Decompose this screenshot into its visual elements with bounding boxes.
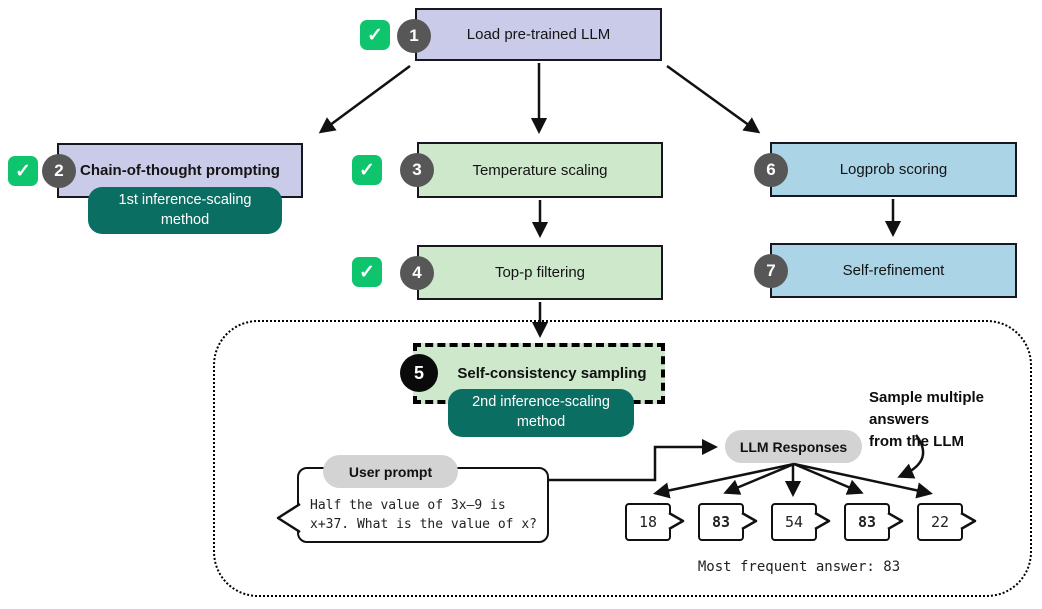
node-label: Temperature scaling: [472, 161, 608, 179]
node-label: Logprob scoring: [839, 161, 948, 178]
most-frequent-text: Most frequent answer: 83: [697, 559, 901, 575]
method-badge-second: 2nd inference-scaling method: [448, 389, 634, 437]
node-logprob-scoring: Logprob scoring: [770, 142, 1017, 197]
check-glyph: ✓: [367, 24, 383, 46]
node-temperature-scaling: Temperature scaling: [417, 142, 663, 198]
checkmark-icon: ✓: [8, 156, 38, 186]
step-number-3: 3: [400, 153, 434, 187]
response-value: 83: [711, 513, 731, 531]
pill-label: LLM Responses: [739, 438, 848, 455]
step-number-label: 3: [412, 160, 422, 179]
node-label: Self-consistency sampling: [457, 365, 647, 382]
response-box: 22: [917, 503, 963, 541]
step-number-5: 5: [400, 354, 438, 392]
check-glyph: ✓: [359, 159, 375, 181]
step-number-4: 4: [400, 256, 434, 290]
annotation-line-1: Sample multiple answers: [869, 389, 985, 428]
node-top-p-filtering: Top-p filtering: [417, 245, 663, 300]
arrow-1-to-6: [666, 64, 761, 134]
step-number-6: 6: [754, 153, 788, 187]
response-box: 83: [844, 503, 890, 541]
step-number-label: 4: [412, 263, 422, 282]
step-number-label: 5: [413, 362, 424, 383]
response-box: 18: [625, 503, 671, 541]
checkmark-icon: ✓: [352, 257, 382, 287]
step-number-1: 1: [397, 19, 431, 53]
annotation-note: Sample multiple answers from the LLM: [869, 387, 1041, 453]
prompt-line-2: x+37. What is the value of x?: [310, 517, 537, 532]
checkmark-icon: ✓: [360, 20, 390, 50]
response-value: 83: [857, 513, 877, 531]
node-self-refinement: Self-refinement: [770, 243, 1017, 298]
badge-label: 2nd inference-scaling method: [472, 394, 610, 430]
badge-label: 1st inference-scaling method: [118, 191, 252, 228]
node-label: Chain-of-thought prompting: [80, 162, 280, 179]
step-number-label: 6: [766, 160, 776, 179]
method-badge-first: 1st inference-scaling method: [88, 187, 282, 234]
step-number-2: 2: [42, 154, 76, 188]
user-prompt-pill: User prompt: [323, 455, 458, 488]
response-value: 22: [930, 513, 950, 531]
check-glyph: ✓: [359, 261, 375, 283]
step-number-label: 7: [766, 261, 776, 280]
user-prompt-text: Half the value of 3x–9 is x+37. What is …: [310, 496, 545, 534]
response-box: 54: [771, 503, 817, 541]
node-load-pretrained-llm: Load pre-trained LLM: [415, 8, 662, 61]
pill-label: User prompt: [348, 463, 433, 480]
node-label: Top-p filtering: [494, 264, 586, 281]
checkmark-icon: ✓: [352, 155, 382, 185]
llm-responses-pill: LLM Responses: [725, 430, 862, 463]
response-value: 18: [638, 513, 658, 531]
self-consistency-detail-region: [213, 320, 1032, 597]
step-number-label: 2: [54, 161, 64, 180]
prompt-line-1: Half the value of 3x–9 is: [310, 498, 506, 513]
check-glyph: ✓: [15, 160, 31, 182]
most-frequent-answer: Most frequent answer: 83: [694, 559, 904, 575]
annotation-line-2: from the LLM: [869, 433, 964, 450]
step-number-label: 1: [409, 26, 419, 45]
response-box: 83: [698, 503, 744, 541]
arrow-1-to-2: [318, 64, 411, 134]
response-value: 54: [784, 513, 804, 531]
node-label: Load pre-trained LLM: [466, 26, 611, 43]
step-number-7: 7: [754, 254, 788, 288]
node-label: Self-refinement: [842, 262, 945, 279]
